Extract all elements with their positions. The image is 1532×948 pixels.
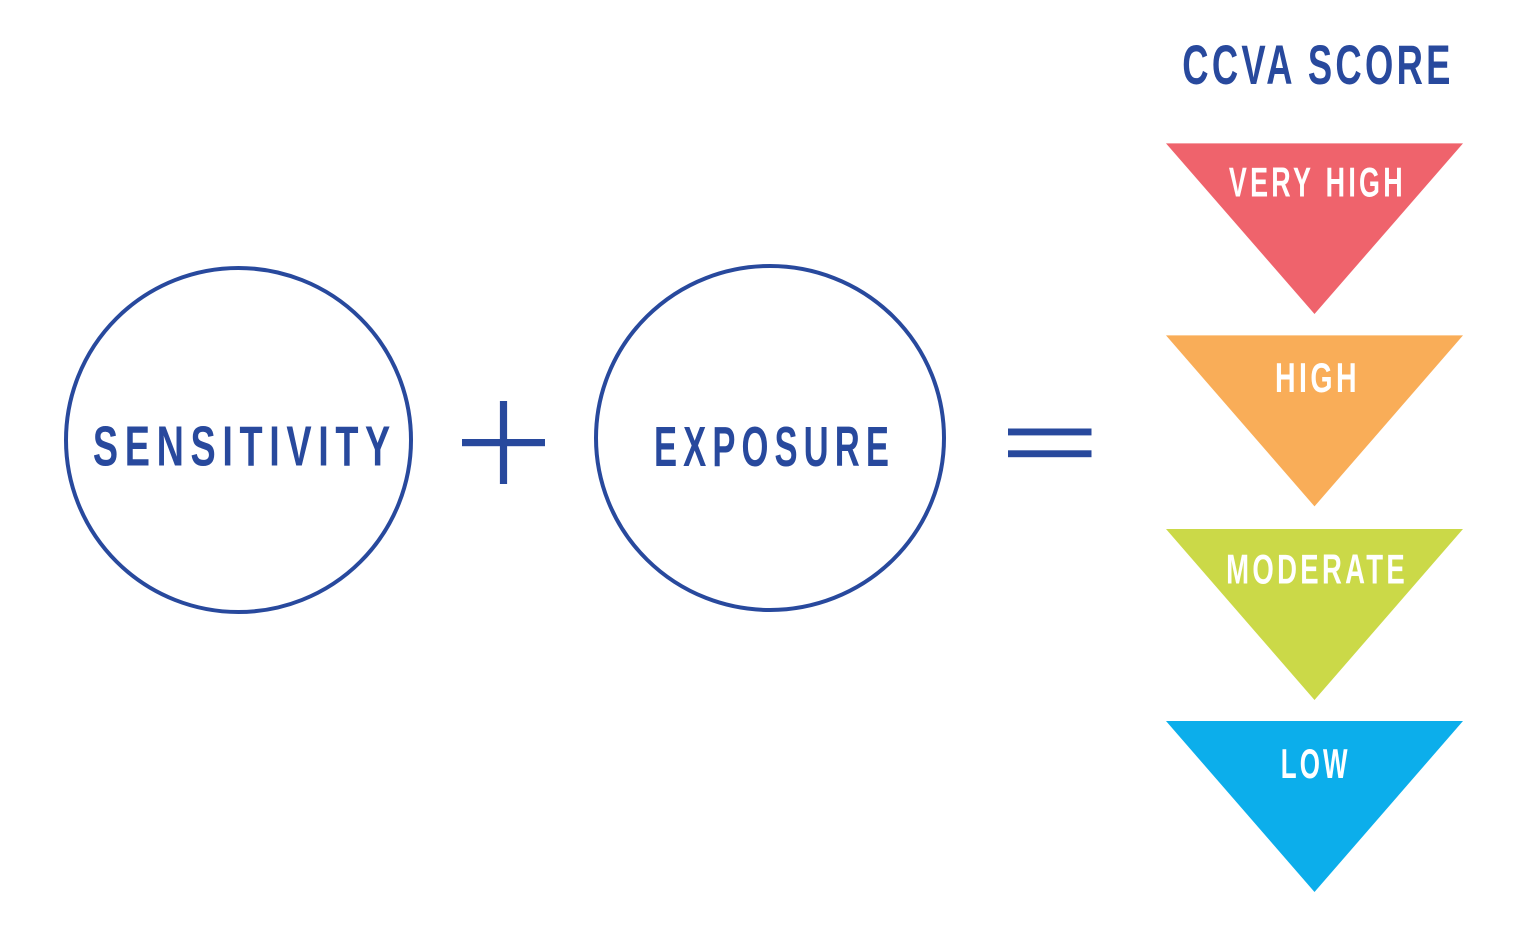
svg-text:HIGH: HIGH xyxy=(1275,354,1360,401)
svg-text:EXPOSURE: EXPOSURE xyxy=(654,415,895,479)
svg-text:MODERATE: MODERATE xyxy=(1226,546,1408,593)
svg-text:VERY HIGH: VERY HIGH xyxy=(1229,159,1406,206)
svg-text:SENSITIVITY: SENSITIVITY xyxy=(93,415,397,479)
svg-text:CCVA SCORE: CCVA SCORE xyxy=(1182,34,1454,96)
svg-text:LOW: LOW xyxy=(1281,740,1351,787)
